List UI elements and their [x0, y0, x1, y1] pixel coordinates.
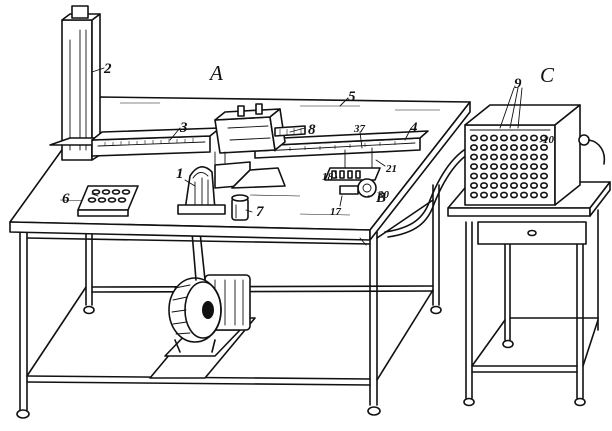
- key: [499, 163, 508, 170]
- label-9: 9: [514, 76, 522, 92]
- key: [539, 144, 548, 151]
- hole-plate-6: [77, 185, 139, 217]
- label-panel-letter: B: [375, 190, 386, 206]
- key: [509, 191, 518, 199]
- key: [539, 172, 548, 180]
- key: [509, 163, 518, 170]
- key: [529, 163, 538, 170]
- scale-rail-3: [91, 127, 221, 157]
- leader-lines: [91, 67, 549, 213]
- key: [479, 134, 488, 142]
- control-panel-B: [324, 147, 381, 198]
- caster-back-right: [430, 305, 442, 315]
- key: [529, 191, 538, 199]
- key: [539, 163, 548, 170]
- clamp-7: [231, 194, 249, 221]
- key: [529, 172, 538, 180]
- key: [499, 191, 508, 199]
- key: [509, 144, 518, 151]
- key: [519, 182, 528, 189]
- key: [469, 153, 478, 161]
- label-18: 18: [322, 171, 334, 183]
- key: [489, 163, 498, 170]
- key: [479, 153, 488, 161]
- label-8: 8: [308, 122, 316, 138]
- key: [489, 172, 498, 180]
- key: [479, 163, 488, 170]
- tool-head-guard: [184, 166, 216, 211]
- caster-front-left: [16, 409, 30, 419]
- label-5: 5: [348, 89, 356, 105]
- key: [499, 182, 508, 189]
- key: [489, 182, 498, 189]
- key: [499, 134, 508, 142]
- key: [479, 144, 488, 151]
- key: [479, 191, 488, 199]
- dial-30: [357, 178, 377, 198]
- key: [499, 172, 508, 180]
- key: [489, 153, 498, 161]
- label-10: 10: [543, 134, 555, 146]
- key: [509, 182, 518, 189]
- key: [529, 153, 538, 161]
- caster-back-left: [83, 305, 95, 315]
- key: [519, 134, 528, 142]
- key: [489, 144, 498, 151]
- key: [529, 144, 538, 151]
- label-1: 1: [176, 166, 184, 182]
- label-2: 2: [103, 61, 112, 77]
- label-4: 4: [409, 120, 418, 136]
- motor-assembly: [149, 231, 256, 379]
- key: [519, 191, 528, 199]
- key: [469, 144, 478, 151]
- label-6: 6: [62, 191, 70, 207]
- label-37: 37: [353, 123, 366, 135]
- key: [519, 172, 528, 180]
- label-17: 17: [330, 206, 342, 218]
- key: [469, 163, 478, 170]
- label-table-letter: A: [208, 61, 223, 85]
- label-30: 30: [377, 189, 390, 201]
- tool-head-1: [177, 151, 286, 215]
- key: [509, 172, 518, 180]
- column-cap: [71, 5, 89, 19]
- key: [469, 191, 478, 199]
- label-21: 21: [385, 163, 397, 175]
- label-cabinet-letter: C: [540, 63, 555, 87]
- key: [539, 182, 548, 189]
- key: [519, 144, 528, 151]
- carriage-8: [214, 103, 306, 154]
- key: [519, 163, 528, 170]
- table-frame: [16, 184, 442, 419]
- key: [479, 182, 488, 189]
- label-7: 7: [256, 204, 264, 220]
- label-3: 3: [179, 120, 188, 136]
- key: [469, 182, 478, 189]
- drawer-knob: [527, 229, 537, 237]
- key: [509, 134, 518, 142]
- caster-front-right: [367, 406, 381, 416]
- key: [469, 172, 478, 180]
- key: [529, 134, 538, 142]
- column-2: [49, 5, 121, 161]
- key: [489, 134, 498, 142]
- key: [469, 134, 478, 142]
- key-box: [464, 104, 606, 206]
- key: [529, 182, 538, 189]
- key: [499, 144, 508, 151]
- key: [539, 191, 548, 199]
- key: [539, 153, 548, 161]
- reference-labels: A C B 1 2 3 4 5 6 7 8 9 10 17 18 21 30 3…: [62, 61, 555, 220]
- key: [519, 153, 528, 161]
- key: [509, 153, 518, 161]
- scale-rail-4: [254, 130, 429, 159]
- stand-C: [447, 181, 611, 407]
- key: [489, 191, 498, 199]
- key: [499, 153, 508, 161]
- key: [479, 172, 488, 180]
